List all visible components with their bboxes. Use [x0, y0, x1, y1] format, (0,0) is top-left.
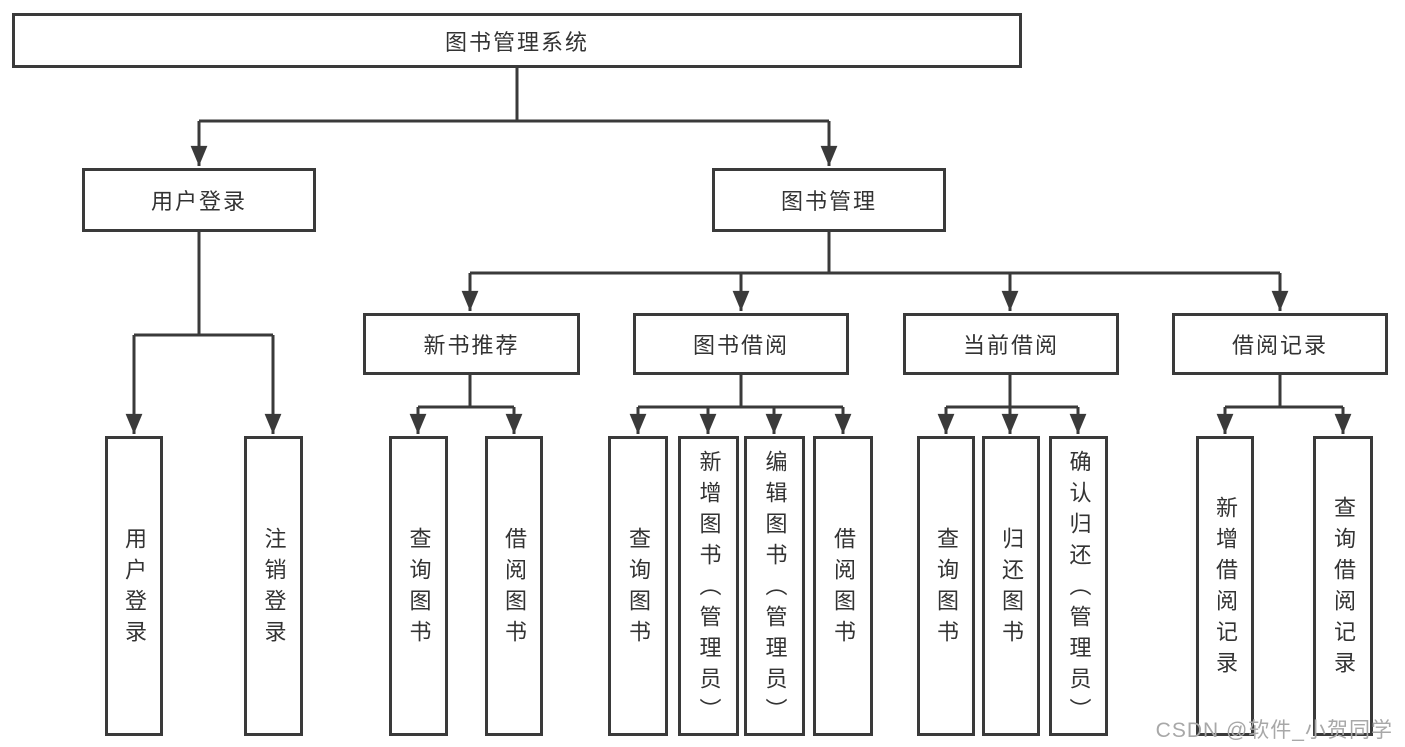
node-new-book-recommend: 新书推荐 [363, 313, 580, 375]
node-user-login: 用户登录 [82, 168, 316, 232]
leaf-query-books: 查询图书 [917, 436, 975, 736]
leaf-query-borrow-record: 查询借阅记录 [1313, 436, 1373, 736]
leaf-borrow-books: 借阅图书 [813, 436, 873, 736]
leaf-add-borrow-record: 新增借阅记录 [1196, 436, 1254, 736]
leaf-borrow-books: 借阅图书 [485, 436, 543, 736]
leaf-edit-books-admin: 编辑图书（管理员） [744, 436, 805, 736]
node-library-system: 图书管理系统 [12, 13, 1022, 68]
leaf-query-books: 查询图书 [608, 436, 668, 736]
leaf-user-login: 用户登录 [105, 436, 163, 736]
connector-line [134, 68, 1343, 409]
node-book-borrow: 图书借阅 [633, 313, 849, 375]
watermark: CSDN @软件_小贺同学 [1155, 719, 1393, 742]
node-book-management: 图书管理 [712, 168, 946, 232]
leaf-confirm-return-admin: 确认归还（管理员） [1049, 436, 1108, 736]
leaf-query-books: 查询图书 [389, 436, 448, 736]
node-current-borrow: 当前借阅 [903, 313, 1119, 375]
node-borrow-records: 借阅记录 [1172, 313, 1388, 375]
leaf-logout: 注销登录 [244, 436, 303, 736]
leaf-add-books-admin: 新增图书（管理员） [678, 436, 739, 736]
leaf-return-books: 归还图书 [982, 436, 1040, 736]
